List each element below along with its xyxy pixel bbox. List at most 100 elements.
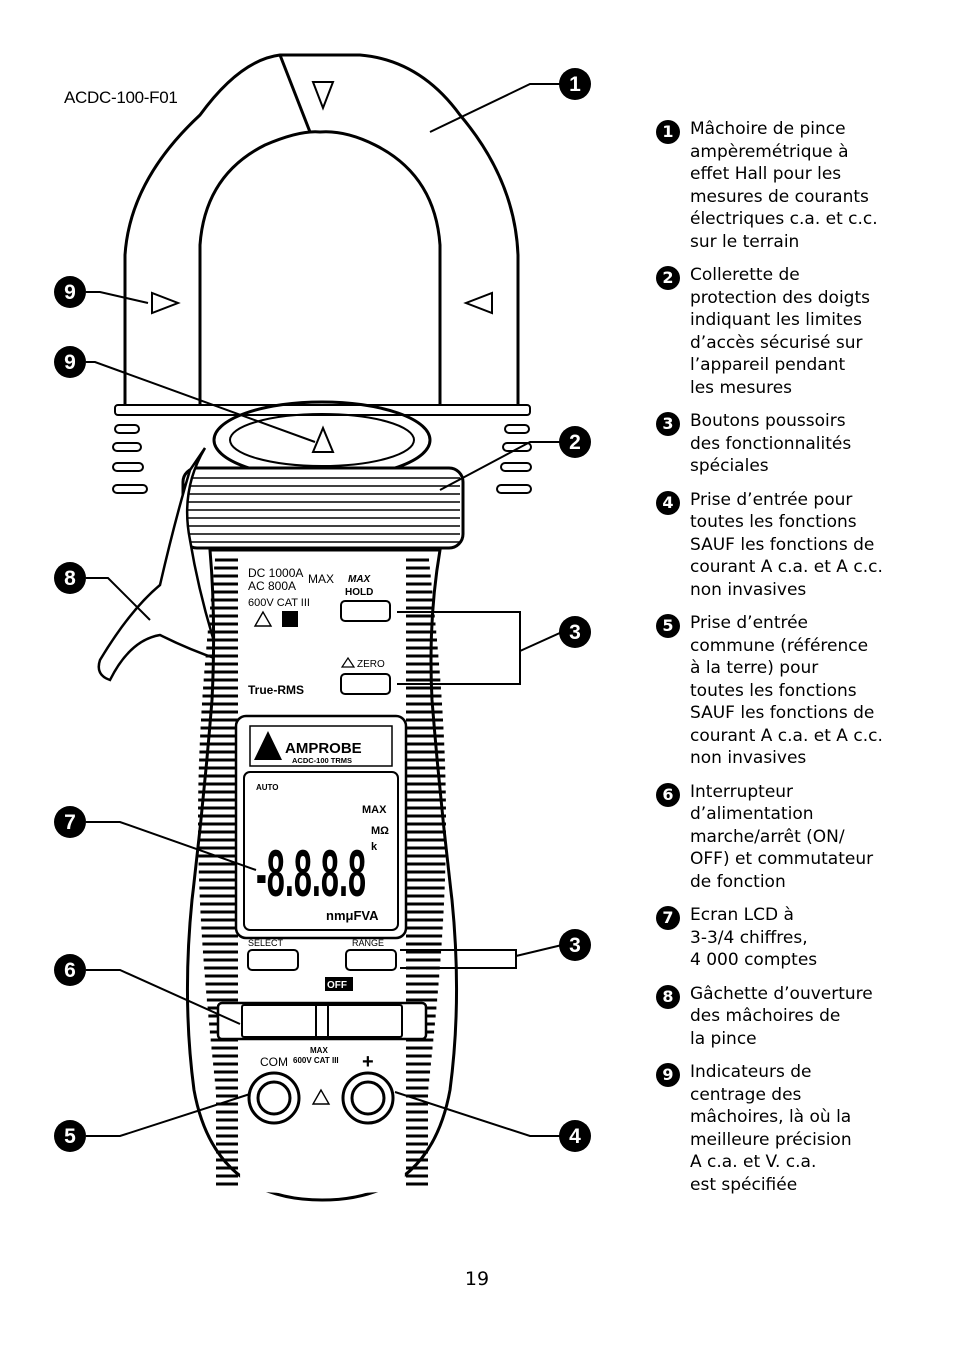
model-name: ACDC-100 TRMS (292, 756, 352, 765)
zero-label: ZERO (357, 659, 385, 670)
figure-id: ACDC-100-F01 (64, 88, 178, 107)
amprobe-logo-icon (254, 731, 282, 760)
off-label-box (325, 977, 353, 991)
leader-3b (400, 949, 517, 969)
legend-text: Mâchoire de pince ampèremétrique à effet… (690, 119, 878, 252)
svg-text:9: 9 (64, 281, 76, 304)
max-label: MAX (348, 574, 372, 585)
lcd-digits: -8.8.8.8 (256, 836, 366, 910)
callout-5: 5 (54, 1120, 86, 1152)
legend-text: Collerette de protection des doigts indi… (690, 265, 870, 398)
svg-text:9: 9 (64, 351, 76, 374)
legend-text: Interrupteur d’alimentation marche/arrêt… (690, 781, 874, 892)
legend-number: 3 (656, 412, 680, 436)
leader-6 (86, 969, 241, 1025)
jaw-inner (198, 130, 442, 408)
jaw-center-arrow-top (311, 81, 335, 111)
legend-item: 6 Interrupteur d’alimentation marche/arrê… (656, 781, 946, 894)
range-button[interactable] (345, 949, 397, 971)
zero-button[interactable] (340, 673, 391, 695)
leader-1 (429, 83, 562, 133)
max-hold-button[interactable] (340, 600, 391, 622)
svg-text:3: 3 (569, 934, 581, 957)
hold-label: HOLD (345, 587, 373, 598)
jaw-center-arrow-left (151, 291, 181, 315)
rating-dc: DC 1000A (248, 566, 303, 580)
svg-text:3: 3 (569, 621, 581, 644)
lcd-unit-mohm: MΩ (371, 825, 389, 837)
legend-text: Prise d’entrée commune (référence à la t… (690, 613, 883, 768)
svg-text:8: 8 (64, 567, 76, 590)
legend-item: 9 Indicateurs de centrage des mâchoires, … (656, 1061, 946, 1196)
legend-item: 2 Collerette de protection des doigts ind… (656, 264, 946, 399)
true-rms-label: True-RMS (248, 683, 304, 697)
leader-2 (439, 441, 562, 491)
callout-3: 3 (559, 929, 591, 961)
legend-number: 6 (656, 782, 680, 807)
collar (181, 466, 465, 550)
svg-text:7: 7 (64, 811, 76, 834)
rating-cat: 600V CAT III (248, 597, 310, 609)
legend-item: 5 Prise d’entrée commune (référence à la … (656, 612, 946, 770)
leader-4 (394, 1091, 562, 1137)
select-label: SELECT (248, 938, 284, 948)
lcd-auto: AUTO (256, 783, 279, 792)
svg-text:6: 6 (64, 959, 76, 982)
lcd-max: MAX (362, 804, 387, 816)
page-number: 19 (464, 1268, 490, 1290)
legend-item: 8 Gâchette d’ouverture des mâchoires de l… (656, 983, 946, 1051)
legend-item: 1 Mâchoire de pince ampèremétrique à effe… (656, 118, 946, 253)
callout-2: 2 (559, 426, 591, 458)
legend: 1 Mâchoire de pince ampèremétrique à effe… (656, 118, 946, 1207)
leader-3b-tail (515, 944, 563, 957)
legend-number: 2 (656, 266, 680, 290)
leader-8 (86, 577, 151, 621)
svg-text:2: 2 (569, 431, 581, 454)
legend-text: Indicateurs de centrage des mâchoires, l… (690, 1062, 852, 1195)
jack-warning-icon (311, 1088, 331, 1105)
callout-4: 4 (559, 1120, 591, 1152)
legend-number: 4 (656, 490, 680, 515)
lcd-unit-bottom: nmμFVA (326, 908, 379, 923)
legend-number: 5 (656, 614, 680, 638)
svg-text:4: 4 (569, 1125, 581, 1148)
rating-max: MAX (308, 572, 334, 586)
legend-number: 8 (656, 984, 680, 1009)
range-label: RANGE (352, 938, 384, 948)
double-insulation-icon (282, 611, 298, 627)
warning-icon (253, 610, 273, 627)
callout-9: 9 (54, 346, 86, 378)
com-label: COM (260, 1055, 288, 1069)
callout-8: 8 (54, 562, 86, 594)
legend-number: 7 (656, 906, 680, 930)
leader-3a-tail (519, 631, 563, 652)
off-label: OFF (327, 980, 347, 991)
callout-3: 3 (559, 616, 591, 648)
jack-max-label: MAX (310, 1046, 328, 1055)
legend-item: 7 Ecran LCD à 3-3/4 chiffres, 4 000 compt… (656, 904, 946, 972)
callout-7: 7 (54, 806, 86, 838)
legend-number: 1 (656, 120, 680, 144)
legend-text: Boutons poussoirs des fonctionnalités sp… (690, 411, 852, 476)
callout-6: 6 (54, 954, 86, 986)
jaw-center-arrow-right (463, 291, 493, 315)
callout-1: 1 (559, 68, 591, 100)
svg-text:1: 1 (569, 73, 581, 96)
legend-item: 3 Boutons poussoirs des fonctionnalités s… (656, 410, 946, 478)
jaw-center-arrow-bottom (311, 425, 335, 453)
brand-name: AMPROBE (285, 740, 362, 757)
leader-3a (397, 611, 521, 685)
legend-text: Gâchette d’ouverture des mâchoires de la… (690, 983, 873, 1049)
legend-text: Ecran LCD à 3-3/4 chiffres, 4 000 compte… (690, 905, 818, 970)
svg-text:5: 5 (64, 1125, 76, 1148)
select-button[interactable] (247, 949, 299, 971)
jaw-outer (123, 53, 520, 408)
jaw-trigger (97, 447, 222, 682)
legend-number: 9 (656, 1063, 680, 1087)
plus-label: + (362, 1051, 374, 1073)
rating-ac: AC 800A (248, 579, 296, 593)
delta-icon (340, 656, 356, 668)
